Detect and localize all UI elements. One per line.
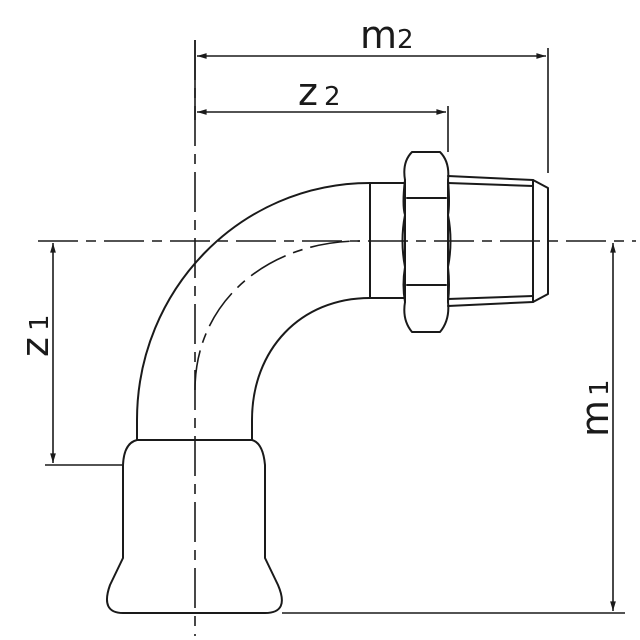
dimension-lines [50,53,616,611]
inner-bend-arc [251,297,371,441]
elbow-body [136,182,406,441]
m2-label: m2 [360,13,414,57]
hex-nut [401,151,452,333]
m1-label: m1 [573,379,617,437]
outer-bend-arc [136,182,371,441]
press-socket [106,439,283,614]
z1-label: z1 [13,315,57,358]
threaded-end [447,175,549,307]
center-lines [38,40,636,636]
bend-axis-arc [194,240,361,391]
extension-lines [45,40,625,614]
